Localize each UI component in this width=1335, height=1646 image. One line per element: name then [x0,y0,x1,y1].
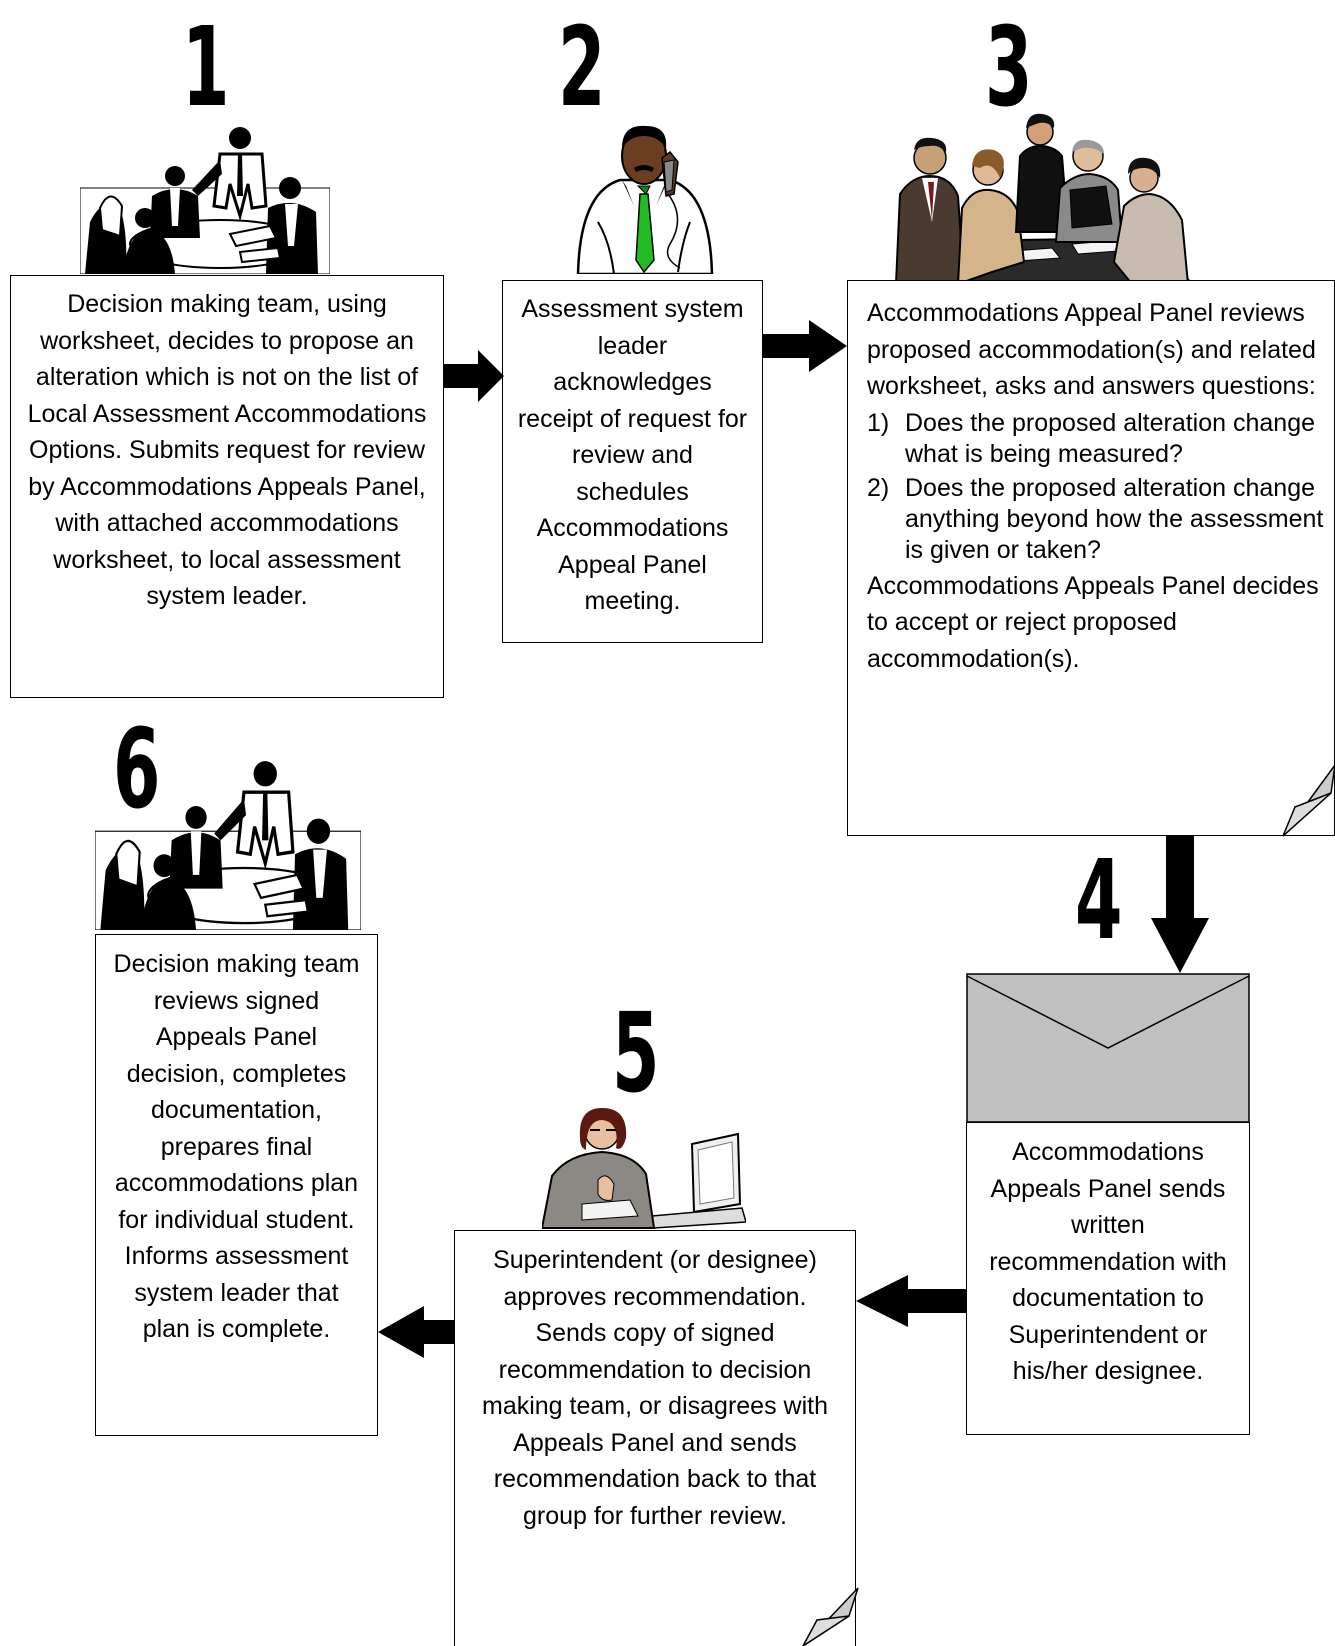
step-3-question-list: 1) Does the proposed alteration change w… [867,408,1330,566]
arrow-step-4-to-5 [856,1275,966,1327]
question-number: 1) [867,408,890,437]
step-5-box: Superintendent (or designee) approves re… [454,1230,856,1646]
step-2-number: 2 [558,3,605,131]
step-3-number: 3 [985,3,1032,131]
step-1-text: Decision making team, using worksheet, d… [27,290,427,610]
step-3-question: 1) Does the proposed alteration change w… [867,408,1330,470]
page-fold-corner [1282,764,1335,837]
arrow-step-3-to-4 [1151,836,1209,973]
envelope-icon [966,973,1250,1123]
step-6-box: Decision making team reviews signed Appe… [95,934,378,1436]
step-5-text: Superintendent (or designee) approves re… [482,1246,828,1530]
step-4-text: Accommodations Appeals Panel sends writt… [989,1138,1227,1385]
question-text: Does the proposed alteration change anyt… [905,473,1324,564]
question-number: 2) [867,473,890,502]
step-6-text: Decision making team reviews signed Appe… [113,950,360,1343]
meeting-team-icon [80,127,330,274]
step-4-box: Accommodations Appeals Panel sends writt… [966,1122,1250,1435]
superintendent-desk-icon [542,1108,746,1229]
step-5-number: 5 [612,989,659,1117]
step-4-number: 4 [1075,836,1122,964]
step-2-text: Assessment system leader acknowledges re… [517,295,748,615]
question-text: Does the proposed alteration change what… [905,408,1316,468]
step-1-number: 1 [182,3,229,131]
step-3-outro: Accommodations Appeals Panel decides to … [867,571,1319,673]
step-3-intro: Accommodations Appeal Panel reviews prop… [867,299,1316,400]
panel-group-icon [894,113,1194,284]
step-3-question: 2) Does the proposed alteration change a… [867,473,1330,566]
arrow-step-1-to-2 [444,350,504,402]
phone-leader-icon [576,125,714,274]
arrow-step-5-to-6 [378,1306,454,1358]
arrow-step-2-to-3 [763,320,847,372]
step-6-number: 6 [113,705,160,833]
step-2-box: Assessment system leader acknowledges re… [502,280,763,643]
step-3-box: Accommodations Appeal Panel reviews prop… [847,280,1335,836]
meeting-team-icon [95,761,361,930]
page-fold-corner [802,1587,859,1646]
step-1-box: Decision making team, using worksheet, d… [10,275,444,698]
